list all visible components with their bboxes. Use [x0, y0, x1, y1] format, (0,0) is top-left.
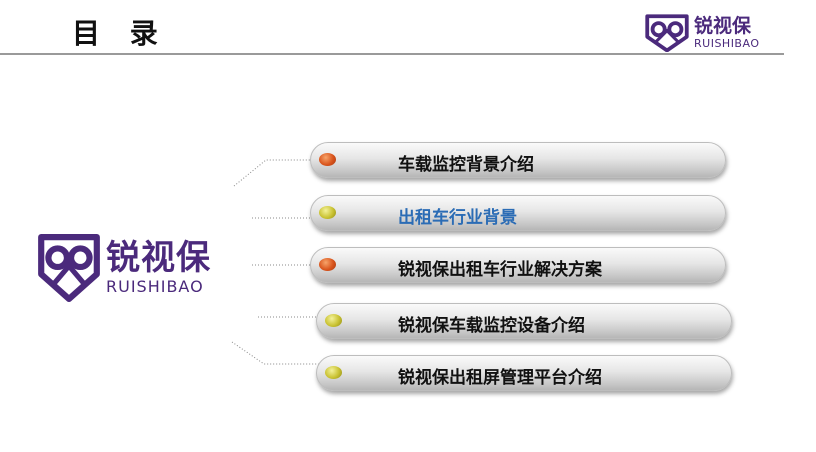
- page-title: 目 录: [72, 17, 168, 50]
- owl-logo-icon: [645, 14, 689, 52]
- center-logo: 锐视保 RUISHIBAO: [38, 233, 211, 303]
- orange-dot-icon: [319, 258, 336, 271]
- olive-dot-icon: [325, 366, 342, 379]
- menu-item-label: 锐视保车载监控设备介绍: [398, 316, 585, 336]
- menu-item-vehicle-monitoring-background[interactable]: 车载监控背景介绍: [310, 142, 726, 178]
- menu-item-label: 车载监控背景介绍: [398, 155, 534, 175]
- logo-cn-text: 锐视保: [694, 15, 752, 37]
- menu-item-taxi-solution[interactable]: 锐视保出租车行业解决方案: [310, 247, 726, 283]
- olive-dot-icon: [325, 314, 342, 327]
- menu-item-device-intro[interactable]: 锐视保车载监控设备介绍: [316, 303, 732, 339]
- menu-item-label: 锐视保出租车行业解决方案: [398, 260, 602, 280]
- menu-item-label: 出租车行业背景: [398, 208, 517, 228]
- menu-item-taxi-industry-background[interactable]: 出租车行业背景: [310, 195, 726, 231]
- header-divider: [0, 53, 784, 55]
- header-logo: 锐视保 RUISHIBAO: [644, 14, 759, 52]
- olive-dot-icon: [319, 206, 336, 219]
- logo-en-text: RUISHIBAO: [106, 277, 204, 296]
- logo-cn-text: 锐视保: [106, 238, 211, 278]
- menu-item-label: 锐视保出租屏管理平台介绍: [398, 368, 602, 388]
- orange-dot-icon: [319, 153, 336, 166]
- menu-item-platform-intro[interactable]: 锐视保出租屏管理平台介绍: [316, 355, 732, 391]
- owl-logo-icon: [38, 234, 100, 302]
- logo-en-text: RUISHIBAO: [694, 37, 760, 50]
